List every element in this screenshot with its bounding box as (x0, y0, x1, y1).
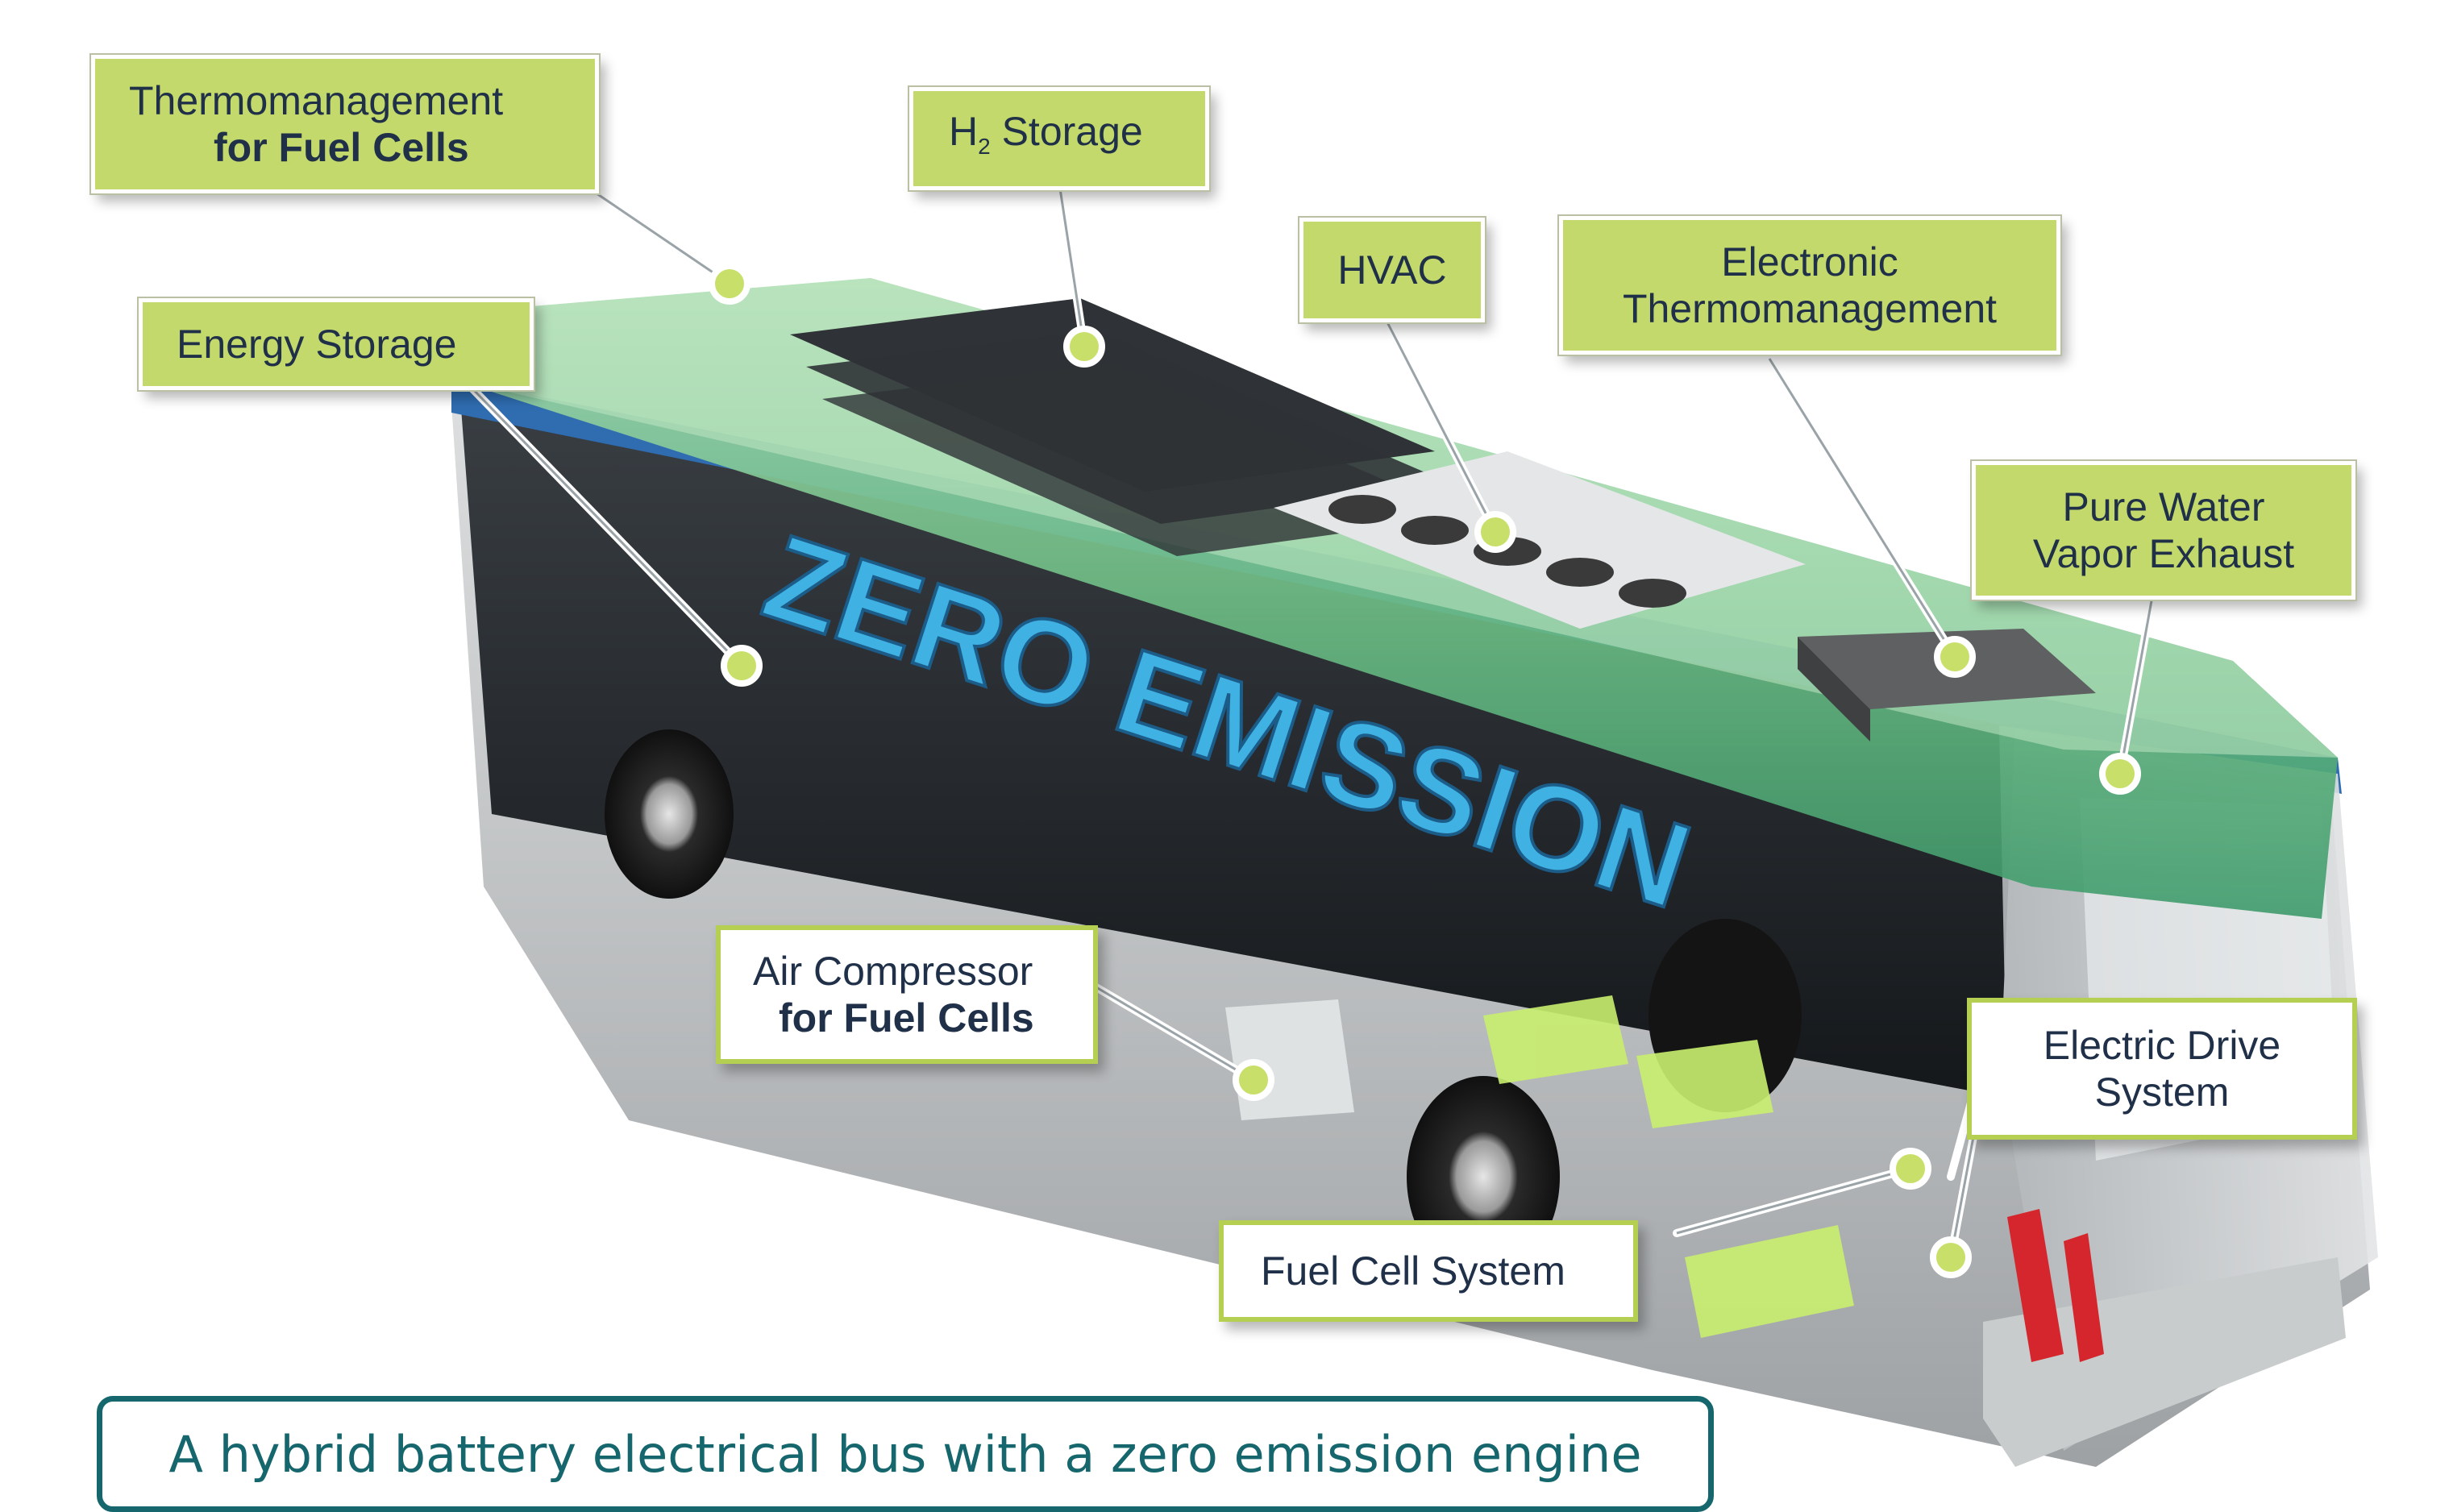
callout-h2-storage-label: H2 Storage (949, 108, 1143, 159)
callout-electric-drive-line2: System (2094, 1070, 2230, 1115)
dot-thermo-fuel (709, 263, 750, 305)
dot-electric-drive (1930, 1236, 1972, 1278)
callout-air-compressor-line1: Air Compressor (753, 949, 1033, 994)
air-compressor-unit (1225, 999, 1354, 1120)
figure-caption: A hybrid battery electrical bus with a z… (97, 1396, 1714, 1512)
dot-pure-water (2099, 753, 2141, 795)
callout-pure-water: Pure Water Vapor Exhaust (1970, 459, 2357, 601)
callout-electric-drive: Electric Drive System (1967, 998, 2357, 1140)
dot-h2-storage (1063, 326, 1105, 368)
fuel-cell-modules (1483, 995, 1854, 1338)
callout-electric-drive-line1: Electric Drive (2043, 1023, 2281, 1068)
callout-electronic-thermo-line2: Thermomanagement (1622, 286, 1998, 331)
callout-fuel-cell-system: Fuel Cell System (1219, 1220, 1638, 1322)
callout-electronic-thermo-line1: Electronic (1721, 239, 1898, 285)
callout-energy-storage-label: Energy Storage (177, 322, 457, 367)
dot-energy-storage (721, 645, 763, 687)
dot-electronic-thermo (1934, 636, 1976, 678)
leader-dots (709, 263, 2141, 1278)
callout-hvac-label: HVAC (1337, 247, 1447, 293)
dot-air-compressor (1233, 1059, 1274, 1101)
callout-pure-water-line2: Vapor Exhaust (2032, 531, 2295, 576)
callout-pure-water-line1: Pure Water (2062, 484, 2265, 530)
callout-thermo-fuel-cells: Thermomanagement for Fuel Cells (89, 53, 601, 195)
dot-fuel-cell (1890, 1148, 1931, 1190)
callout-thermo-fuel-line2: for Fuel Cells (214, 125, 469, 170)
bus-roof (451, 278, 2338, 919)
red-drive-parts (2007, 1209, 2104, 1362)
callout-fuel-cell-system-label: Fuel Cell System (1261, 1248, 1565, 1294)
callout-air-compressor-line2: for Fuel Cells (779, 995, 1034, 1041)
callout-h2-storage: H2 Storage (908, 85, 1211, 192)
callout-energy-storage: Energy Storage (137, 297, 535, 392)
dot-hvac (1474, 511, 1516, 553)
callout-electronic-thermo: Electronic Thermomanagement (1557, 214, 2062, 356)
figure-caption-text: A hybrid battery electrical bus with a z… (168, 1424, 1642, 1484)
callout-air-compressor: Air Compressor for Fuel Cells (716, 925, 1098, 1064)
callout-hvac: HVAC (1298, 216, 1486, 324)
callout-thermo-fuel-line1: Thermomanagement (129, 78, 504, 123)
